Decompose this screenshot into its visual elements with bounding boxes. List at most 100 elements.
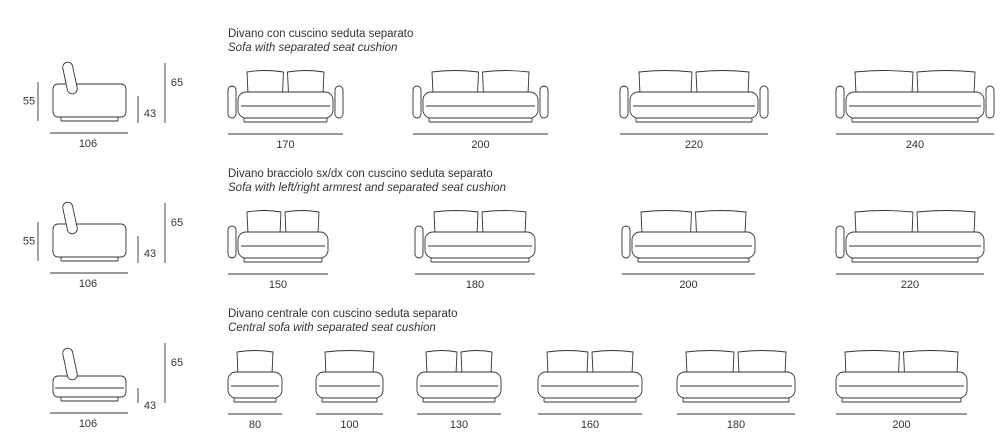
section-3-title-it: Divano centrale con cuscino seduta separ…	[228, 308, 458, 320]
back-cushion	[695, 70, 750, 95]
back-cushion	[433, 210, 479, 235]
dim-total-height-label: 65	[171, 217, 183, 229]
seat-body	[845, 231, 985, 259]
seat-body	[424, 231, 536, 259]
plinth	[637, 257, 750, 263]
front-view-2-3: 200	[621, 210, 756, 291]
seat-body	[237, 91, 334, 119]
plinth	[243, 117, 328, 123]
seat-body	[676, 371, 796, 399]
armrest-left	[414, 225, 424, 259]
side-view-1: 55 43 65 106	[23, 61, 183, 150]
back-cushion	[481, 210, 527, 235]
front-view-2-2: 180	[414, 210, 536, 291]
side-back-cushion	[62, 347, 78, 381]
dim-width-label: 200	[892, 419, 910, 431]
back-cushion	[737, 350, 787, 375]
side-back-cushion	[62, 61, 78, 95]
dim-height-label: 55	[23, 96, 35, 108]
front-view-1-1: 170	[227, 70, 344, 151]
section-2-title-en: Sofa with left/right armrest and separat…	[228, 182, 507, 194]
dim-depth-label: 106	[79, 138, 97, 150]
plinth	[428, 117, 533, 123]
side-seat-body	[52, 83, 127, 118]
back-cushion	[916, 70, 976, 95]
armrest-right	[539, 85, 549, 119]
front-view-3-1: 80	[227, 350, 283, 431]
front-view-1-4: 240	[835, 70, 995, 151]
seat-body	[422, 91, 539, 119]
armrest-left	[835, 85, 845, 119]
seat-body	[416, 371, 502, 399]
dim-depth-label: 106	[79, 418, 97, 430]
back-cushion	[695, 210, 747, 235]
plinth	[543, 397, 637, 403]
front-view-3-2: 100	[315, 350, 384, 431]
front-view-1-3: 220	[619, 70, 769, 151]
section-1-title-en: Sofa with separated seat cushion	[228, 42, 398, 54]
section-3-title-en: Central sofa with separated seat cushion	[228, 322, 436, 334]
back-cushion	[324, 350, 375, 375]
dim-total-height-label: 65	[171, 357, 183, 369]
back-cushion	[425, 350, 458, 375]
dim-width-label: 130	[450, 419, 468, 431]
dim-width-label: 200	[471, 139, 489, 151]
seat-body	[537, 371, 643, 399]
dim-width-label: 150	[269, 279, 287, 291]
front-view-3-6: 200	[835, 350, 968, 431]
dim-width-label: 160	[581, 419, 599, 431]
dim-seat-height-label: 43	[144, 108, 156, 120]
armrest-left	[412, 85, 422, 119]
plinth	[635, 117, 753, 123]
plinth	[243, 257, 323, 263]
armrest-left	[835, 225, 845, 259]
plinth	[321, 397, 378, 403]
armrest-right	[759, 85, 769, 119]
front-view-2-4: 220	[835, 210, 985, 291]
dim-width-label: 180	[466, 279, 484, 291]
armrest-left	[227, 225, 237, 259]
side-back-cushion	[62, 201, 78, 235]
back-cushion	[844, 350, 900, 375]
side-seat-body	[52, 223, 127, 258]
back-cushion	[431, 70, 479, 95]
seat-body	[227, 371, 283, 399]
back-cushion	[854, 70, 914, 95]
section-2-caption: Divano bracciolo sx/dx con cuscino sedut…	[228, 167, 506, 195]
dim-total-height-label: 65	[171, 77, 183, 89]
side-view-3: 43 65 106	[50, 343, 183, 430]
armrest-right	[985, 85, 995, 119]
plinth	[422, 397, 496, 403]
back-cushion	[287, 70, 325, 95]
dim-width-label: 170	[276, 139, 294, 151]
armrest-left	[227, 85, 237, 119]
back-cushion	[246, 210, 282, 235]
seat-body	[631, 231, 756, 259]
seat-body	[835, 371, 968, 399]
back-cushion	[903, 350, 959, 375]
section-2-title-it: Divano bracciolo sx/dx con cuscino sedut…	[228, 168, 493, 180]
dim-seat-height-label: 43	[144, 248, 156, 260]
back-cushion	[246, 70, 284, 95]
back-cushion	[638, 70, 693, 95]
plinth	[430, 257, 530, 263]
dim-width-label: 200	[679, 279, 697, 291]
dim-width-label: 220	[901, 279, 919, 291]
back-cushion	[482, 70, 530, 95]
side-seat-body	[52, 375, 127, 398]
plinth	[851, 257, 979, 263]
dim-seat-height-label: 43	[144, 400, 156, 412]
side-plinth	[60, 116, 119, 122]
front-view-3-5: 180	[676, 350, 796, 431]
dim-width-label: 220	[685, 139, 703, 151]
back-cushion	[591, 350, 634, 375]
back-cushion	[460, 350, 493, 375]
section-1-caption: Divano con cuscino seduta separato Sofa …	[228, 27, 413, 55]
section-1-title-it: Divano con cuscino seduta separato	[228, 28, 414, 40]
back-cushion	[685, 350, 735, 375]
section-3-caption: Divano centrale con cuscino seduta separ…	[228, 307, 458, 335]
seat-body	[629, 91, 759, 119]
front-view-3-4: 160	[537, 350, 643, 431]
back-cushion	[236, 350, 274, 375]
